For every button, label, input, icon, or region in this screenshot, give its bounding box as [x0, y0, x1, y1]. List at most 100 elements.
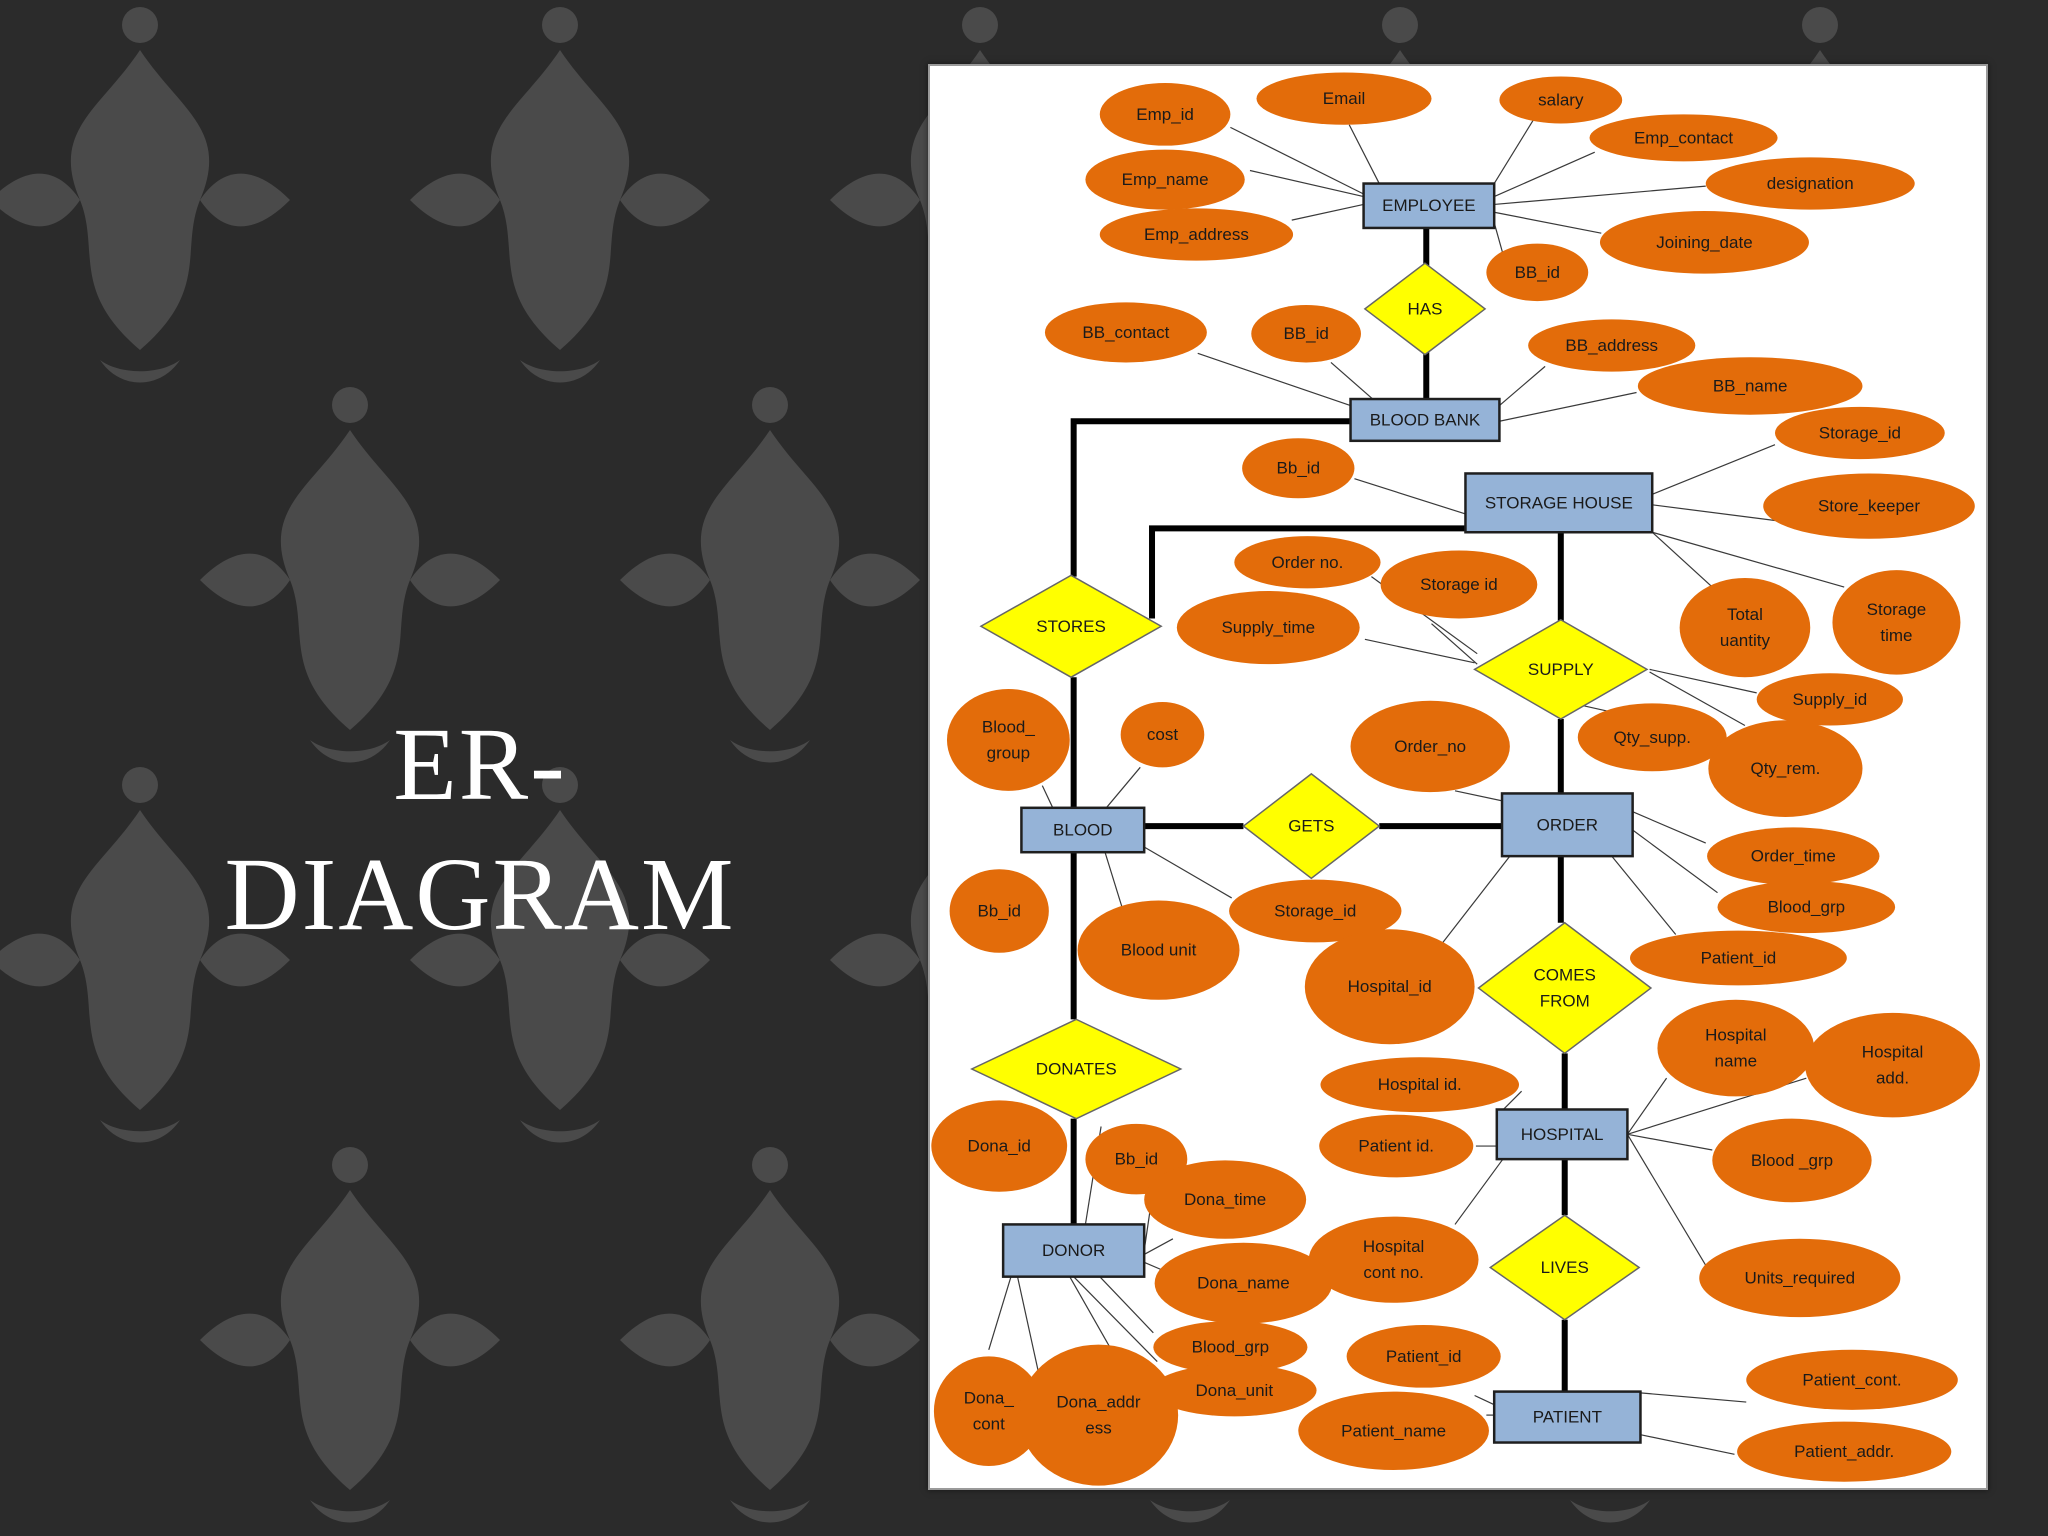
- relationship-has: HAS: [1363, 262, 1487, 356]
- attribute-label: Patient_id: [1701, 948, 1777, 967]
- attribute-label: Storage id: [1420, 575, 1498, 594]
- attribute-hos-hospital-id: Hospital id.: [1320, 1057, 1520, 1113]
- attribute-label: Patient_id: [1386, 1347, 1462, 1366]
- attribute-link: [1651, 531, 1713, 588]
- attribute-label: cont: [973, 1415, 1005, 1434]
- attribute-link: [1330, 362, 1374, 400]
- relationship-donates: DONATES: [970, 1018, 1183, 1120]
- attribute-label: Blood_grp: [1768, 898, 1846, 917]
- attribute-link: [1499, 365, 1546, 407]
- relationship-gets: GETS: [1242, 772, 1381, 880]
- entity-label: EMPLOYEE: [1382, 196, 1476, 215]
- attribute-label: Qty_rem.: [1750, 759, 1820, 778]
- attribute-label: Order no.: [1272, 553, 1344, 572]
- attribute-ellipse: [1120, 702, 1205, 768]
- attribute-link: [1649, 671, 1746, 727]
- attribute-label: Joining_date: [1656, 233, 1752, 252]
- entity-label: STORAGE HOUSE: [1485, 493, 1633, 512]
- attribute-label: Supply_time: [1221, 618, 1315, 637]
- attribute-label: Hospital: [1705, 1026, 1766, 1045]
- attribute-label: Patient_name: [1341, 1421, 1446, 1440]
- attribute-label: uantity: [1720, 631, 1771, 650]
- entity-label: BLOOD: [1053, 821, 1113, 840]
- attribute-blood-storage-id: Storage_id: [1229, 879, 1402, 943]
- attribute-label: Order_no: [1394, 737, 1466, 756]
- relationship-link: [1070, 418, 1351, 577]
- attribute-ellipse: [1577, 703, 1727, 772]
- attribute-ellipse: [1528, 319, 1696, 372]
- attribute-blood-bb-id: Bb_id: [949, 869, 1049, 953]
- attribute-dona-address: Dona_address: [1018, 1344, 1179, 1486]
- attribute-ellipse: [1320, 1057, 1520, 1113]
- attribute-link: [1493, 151, 1595, 198]
- attribute-link: [1354, 478, 1466, 515]
- relationship-label: SUPPLY: [1528, 660, 1594, 679]
- relationship-diamond: [1477, 921, 1653, 1055]
- attribute-ord-hospital-id: Hospital_id: [1304, 929, 1475, 1045]
- attribute-label: Dona_id: [968, 1137, 1031, 1156]
- attribute-label: Blood _grp: [1751, 1151, 1833, 1170]
- entity-patient: PATIENT: [1492, 1390, 1642, 1444]
- attribute-link: [1143, 846, 1232, 899]
- attribute-label: Dona_name: [1197, 1274, 1290, 1293]
- attribute-label: BB_id: [1515, 263, 1560, 282]
- title-line-1: ER-: [393, 707, 567, 822]
- relationship-lives: LIVES: [1488, 1214, 1641, 1321]
- attribute-link: [1041, 785, 1054, 809]
- attribute-label: Qty_supp.: [1613, 728, 1691, 747]
- attribute-bb-address: BB_address: [1528, 319, 1696, 372]
- relationship-diamond: [1473, 618, 1649, 720]
- attribute-label: salary: [1538, 90, 1584, 109]
- attribute-ellipse: [1707, 827, 1880, 885]
- attribute-pat-patient-id: Patient_id: [1346, 1324, 1501, 1388]
- attribute-label: Store_keeper: [1818, 497, 1920, 516]
- attribute-blood-group: Blood_group: [946, 688, 1070, 791]
- attribute-emp-name: Emp_name: [1085, 149, 1245, 210]
- attribute-label: BB_address: [1565, 336, 1658, 355]
- attribute-link: [1143, 1261, 1163, 1271]
- attribute-connectors: [988, 115, 1845, 1455]
- entity-label: BLOOD BANK: [1370, 410, 1481, 429]
- attribute-units-required: Units_required: [1699, 1238, 1901, 1318]
- attribute-order-no: Order no.: [1234, 536, 1381, 589]
- entity-hospital: HOSPITAL: [1495, 1108, 1629, 1161]
- attribute-ellipse: [1152, 1364, 1317, 1417]
- attribute-ellipse: [1699, 1238, 1901, 1318]
- attribute-qty-supp: Qty_supp.: [1577, 703, 1727, 772]
- attribute-email: Email: [1256, 72, 1432, 125]
- attribute-qty-rem: Qty_rem.: [1708, 720, 1863, 817]
- attribute-link: [1640, 1392, 1747, 1403]
- attribute-link: [1627, 1133, 1713, 1151]
- attribute-label: time: [1880, 626, 1912, 645]
- attribute-dona-name: Dona_name: [1154, 1242, 1333, 1324]
- attribute-ellipse: [1380, 550, 1538, 619]
- attribute-patient-cont: Patient_cont.: [1746, 1349, 1958, 1410]
- attribute-bb-name: BB_name: [1637, 357, 1863, 415]
- entity-box: [1495, 1108, 1629, 1161]
- relationship-diamond: [1488, 1214, 1641, 1321]
- attribute-dona-unit: Dona_unit: [1152, 1364, 1317, 1417]
- attribute-ellipse: [949, 869, 1049, 953]
- attribute-link: [1626, 1077, 1668, 1135]
- entity-blood-bank: BLOOD BANK: [1349, 397, 1501, 443]
- attribute-label: Blood_grp: [1192, 1338, 1270, 1357]
- entity-blood: BLOOD: [1020, 806, 1146, 854]
- attribute-ellipse: [1099, 208, 1294, 261]
- attribute-label: Hospital_id: [1348, 977, 1432, 996]
- attribute-hos-blood-grp: Blood _grp: [1712, 1118, 1872, 1203]
- attribute-sup-storage-id: Storage id: [1380, 550, 1538, 619]
- attribute-bb-contact: BB_contact: [1044, 302, 1207, 363]
- attribute-label: Hospital: [1862, 1043, 1923, 1062]
- entity-box: [1020, 806, 1146, 854]
- attribute-label: Bb_id: [977, 901, 1020, 920]
- attribute-link: [988, 1276, 1012, 1350]
- attribute-link: [1632, 829, 1718, 894]
- attribute-emp-bb-id: BB_id: [1486, 243, 1589, 302]
- attribute-ellipse: [1304, 929, 1475, 1045]
- relationship-label: STORES: [1036, 617, 1106, 636]
- attribute-link: [1640, 1434, 1735, 1455]
- attribute-link: [1143, 1238, 1174, 1255]
- attribute-label: Bb_id: [1277, 459, 1320, 478]
